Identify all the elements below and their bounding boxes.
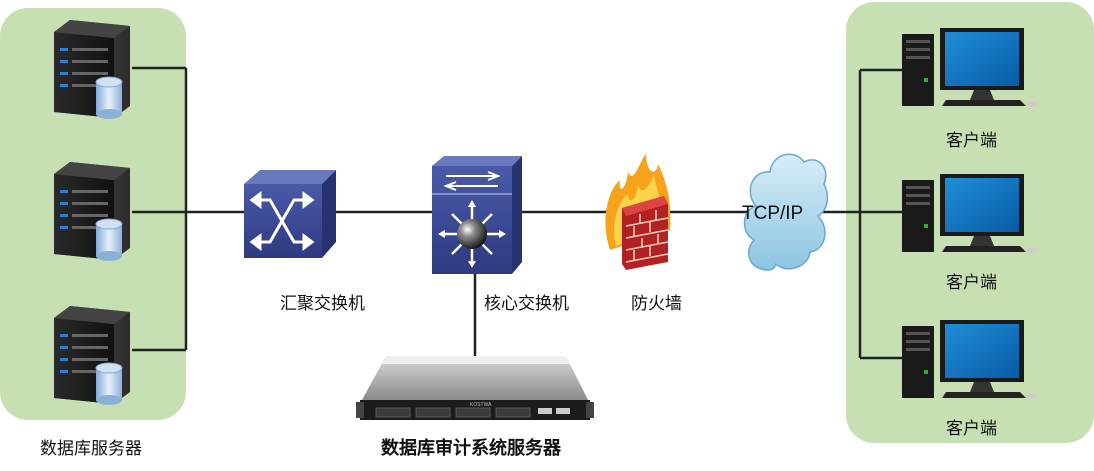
client-label: 客户端 (946, 273, 997, 293)
aggregation-switch-icon (244, 170, 336, 258)
database-server-icon (54, 306, 131, 406)
database-server-icon (54, 20, 131, 120)
cloud-icon (743, 153, 829, 271)
audit-server-brand: KOSTWA (470, 402, 492, 408)
database-server-icon (54, 162, 131, 262)
core-switch-icon (432, 156, 522, 274)
core-switch-label: 核心交换机 (484, 294, 569, 314)
client-label: 客户端 (946, 131, 997, 151)
client-computer-icon (902, 320, 1037, 399)
client-computer-icon (902, 174, 1037, 253)
firewall-icon (605, 154, 671, 270)
servers-label: 数据库服务器 (40, 439, 142, 459)
client-computer-icon (902, 28, 1037, 107)
audit-server-icon: KOSTWA (356, 356, 594, 420)
audit-server-label: 数据库审计系统服务器 (381, 438, 561, 459)
network-label: TCP/IP (742, 203, 804, 224)
client-label: 客户端 (946, 419, 997, 439)
aggregation-switch-label: 汇聚交换机 (280, 294, 365, 314)
firewall-label: 防火墙 (631, 294, 682, 314)
